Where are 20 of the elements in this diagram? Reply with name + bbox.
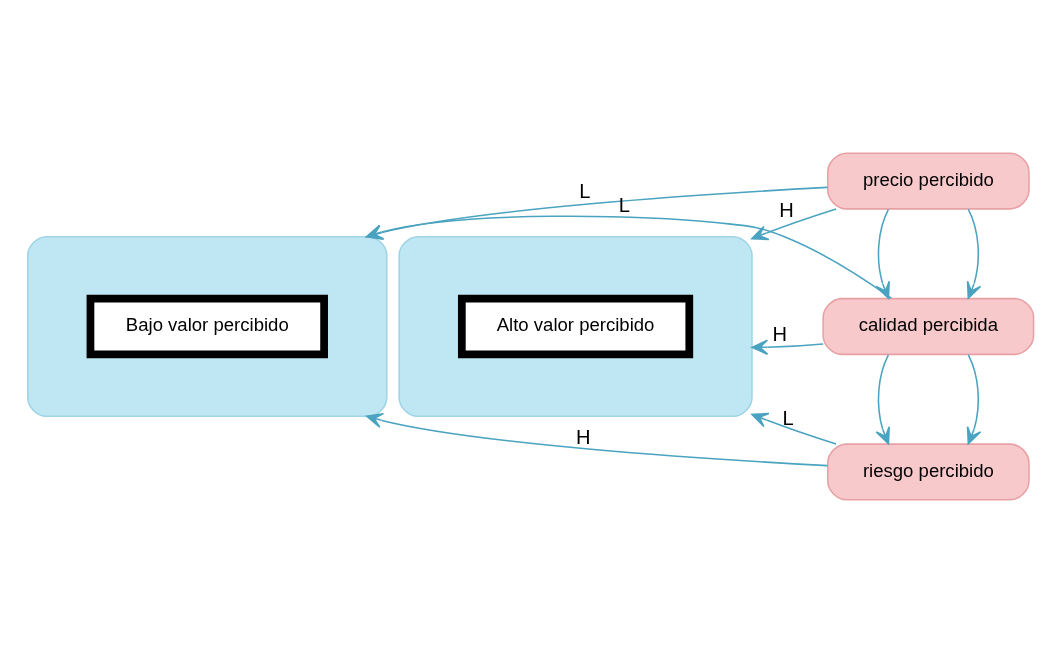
node-box: precio percibido <box>827 151 1030 210</box>
node-box: Alto valor percibido <box>457 294 694 358</box>
edge-label: H <box>779 198 794 221</box>
edge-label: H <box>576 425 591 448</box>
edge-label: L <box>579 179 591 202</box>
arrow <box>875 353 890 445</box>
edge-label: L <box>782 406 794 429</box>
cluster <box>398 235 753 417</box>
cluster <box>27 235 388 417</box>
arrow <box>751 207 837 240</box>
node-box: Bajo valor percibido <box>86 294 328 358</box>
arrow <box>365 412 829 466</box>
arrow <box>365 186 829 240</box>
arrow <box>966 353 982 445</box>
arrow <box>966 208 982 299</box>
edge-label: H <box>772 322 788 345</box>
arrow <box>751 339 824 355</box>
arrow <box>751 412 837 445</box>
node-box: calidad percibida <box>822 297 1035 355</box>
node-box: riesgo percibido <box>827 442 1030 501</box>
